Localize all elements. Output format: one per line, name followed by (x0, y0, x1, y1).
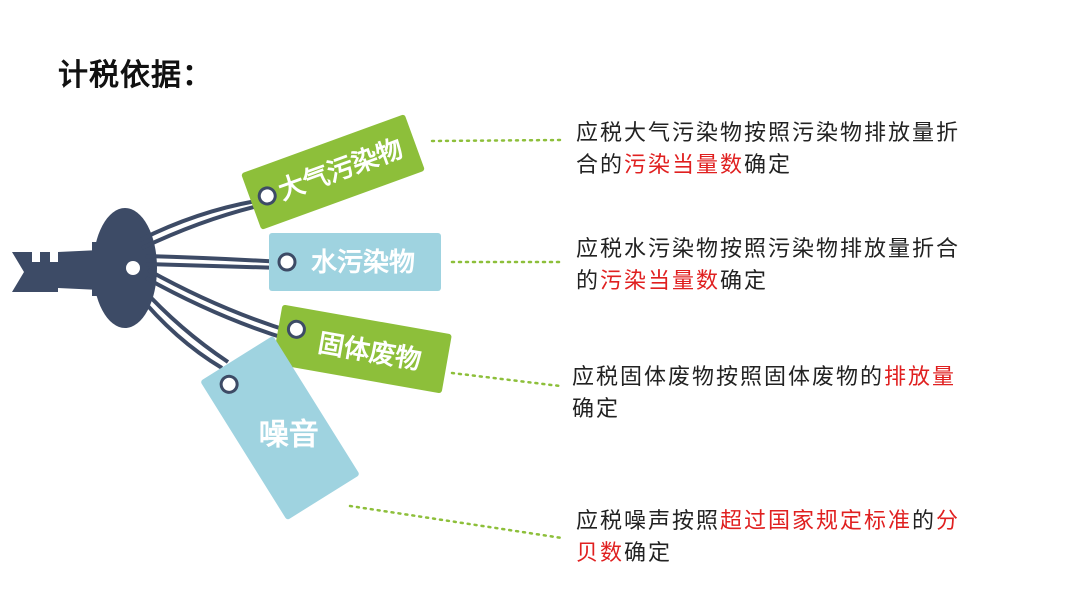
connector-2 (450, 371, 562, 388)
tag-3: 噪音 (201, 336, 359, 520)
description-2-segment-0: 应税固体废物按照固体废物的 (572, 365, 885, 390)
string-3 (138, 284, 230, 364)
tag-2: 固体废物 (272, 304, 452, 394)
description-1-segment-2: 确定 (720, 269, 769, 294)
description-2: 应税固体废物按照固体废物的排放量确定 (572, 362, 972, 426)
description-0-segment-0: 应税大气污染物按照污染物排放量折合的 (576, 121, 961, 178)
string-2b (145, 276, 291, 342)
key-icon (12, 208, 157, 328)
description-1-segment-1: 污染当量数 (600, 269, 721, 294)
description-3-segment-1: 超过国家规定标准 (720, 509, 913, 534)
description-3-segment-4: 确定 (624, 541, 673, 566)
description-3: 应税噪声按照超过国家规定标准的分贝数确定 (576, 506, 976, 570)
string-2 (147, 268, 293, 334)
page-title: 计税依据： (58, 58, 213, 93)
string-1b (145, 262, 283, 270)
string-1 (145, 254, 283, 264)
connectors (348, 138, 564, 540)
string-3b (134, 290, 224, 370)
key-ring-strings (134, 198, 293, 370)
connector-0 (430, 138, 564, 143)
description-1-segment-0: 应税水污染物按照污染物排放量折合的 (576, 237, 961, 294)
description-1: 应税水污染物按照污染物排放量折合的污染当量数确定 (576, 234, 976, 298)
string-0b (141, 202, 267, 250)
tag-label-3: 噪音 (259, 417, 319, 452)
connector-3 (348, 504, 564, 540)
description-2-segment-1: 排放量 (884, 365, 957, 390)
description-3-segment-2: 的 (912, 509, 937, 534)
description-3-segment-0: 应税噪声按照 (576, 509, 721, 534)
tag-0: 大气污染物 (241, 114, 425, 230)
tag-label-1: 水污染物 (311, 248, 415, 278)
tag-1: 水污染物 (269, 233, 441, 291)
description-0: 应税大气污染物按照污染物排放量折合的污染当量数确定 (576, 118, 976, 182)
description-0-segment-2: 确定 (744, 153, 793, 178)
description-0-segment-1: 污染当量数 (624, 153, 745, 178)
description-2-segment-2: 确定 (572, 397, 621, 422)
string-0 (139, 198, 263, 242)
description-3-segment-3: 分贝数 (576, 509, 961, 566)
